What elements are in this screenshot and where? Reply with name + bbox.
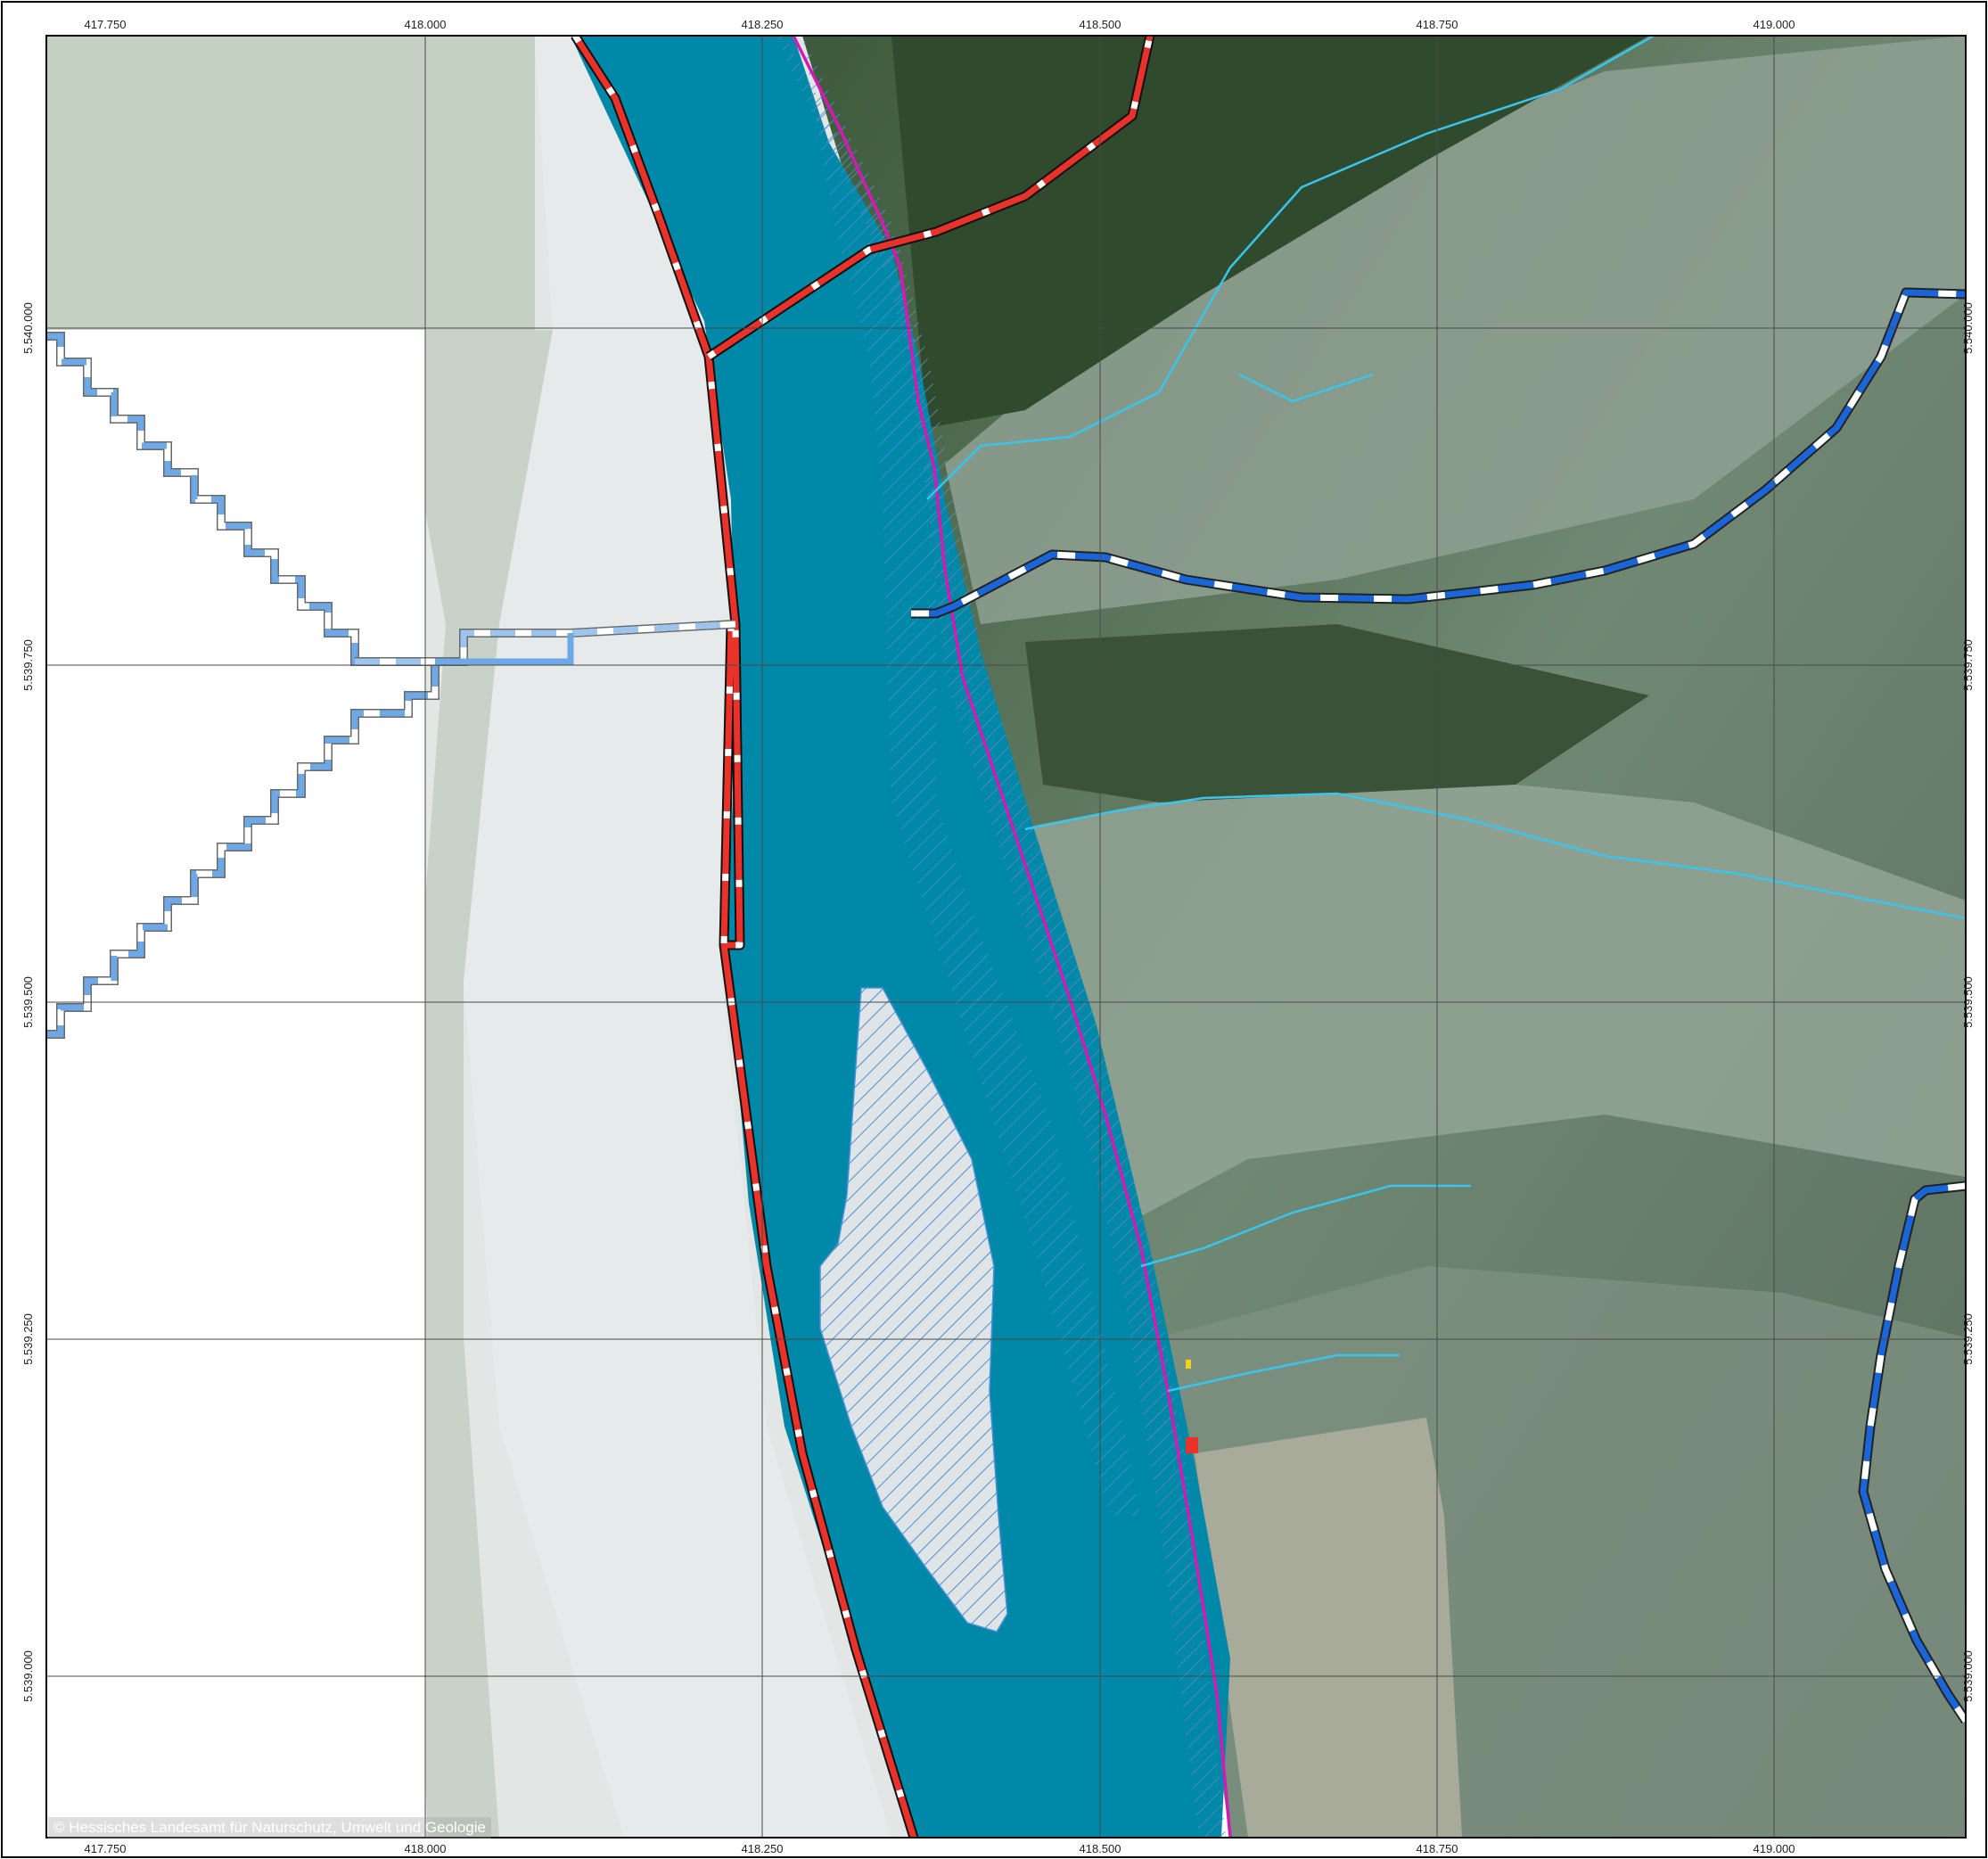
dark-forest-patch-2 <box>1025 624 1649 802</box>
x-tick-bottom-3: 418.250 <box>742 1842 784 1855</box>
x-tick-bottom-2: 418.000 <box>405 1842 447 1855</box>
x-tick-top-4: 418.500 <box>1080 18 1121 31</box>
y-tick-right-2: 5.539.750 <box>1961 639 1975 691</box>
river-island-hatch <box>819 987 1008 1633</box>
x-tick-top-1: 417.750 <box>85 18 127 31</box>
blank-west-area <box>46 330 425 1838</box>
y-tick-right-4: 5.539.250 <box>1961 1313 1975 1365</box>
x-tick-bottom-6: 419.000 <box>1754 1842 1795 1855</box>
streams <box>926 36 1966 1393</box>
y-tick-left-2: 5.539.750 <box>21 639 35 691</box>
map-border <box>45 35 1967 1838</box>
light-blue-stepped-boundary <box>46 332 736 1039</box>
y-tick-left-3: 5.539.500 <box>21 976 35 1028</box>
y-tick-right-5: 5.539.000 <box>1961 1650 1975 1702</box>
west-bank-settlement <box>46 36 535 330</box>
east-meadow-upper <box>945 36 1966 624</box>
shoreline-magenta <box>792 36 1232 1838</box>
red-boundary <box>571 36 1155 1838</box>
east-meadow-middle <box>1016 767 1966 1230</box>
dark-forest-patch <box>891 36 1649 428</box>
coordinate-grid <box>46 36 1966 1838</box>
y-tick-right-3: 5.539.500 <box>1961 976 1975 1028</box>
vineyard-fields <box>1195 1418 1462 1838</box>
copyright-notice: © Hessisches Landesamt für Naturschutz, … <box>48 1817 491 1838</box>
x-tick-top-6: 419.000 <box>1754 18 1795 31</box>
rhine-river <box>571 36 1230 1838</box>
facility-marker-yellow <box>1186 1360 1191 1369</box>
x-tick-bottom-1: 417.750 <box>85 1842 127 1855</box>
facility-marker-red <box>1186 1437 1198 1453</box>
east-flood-zone-hatch <box>776 36 1226 1838</box>
x-tick-top-5: 418.750 <box>1417 18 1458 31</box>
west-bank-strip <box>392 330 553 1838</box>
rhine-west-faded <box>464 36 891 1838</box>
y-tick-left-5: 5.539.000 <box>21 1650 35 1702</box>
x-tick-bottom-4: 418.500 <box>1080 1842 1121 1855</box>
x-tick-top-3: 418.250 <box>742 18 784 31</box>
y-tick-left-4: 5.539.250 <box>21 1313 35 1365</box>
x-tick-top-2: 418.000 <box>405 18 447 31</box>
y-tick-left-1: 5.540.000 <box>21 302 35 354</box>
y-tick-right-1: 5.540.000 <box>1961 302 1975 354</box>
blue-boundary <box>911 287 1966 1724</box>
east-bank-hatch-strip <box>802 36 1141 1516</box>
x-tick-bottom-5: 418.750 <box>1417 1842 1458 1855</box>
